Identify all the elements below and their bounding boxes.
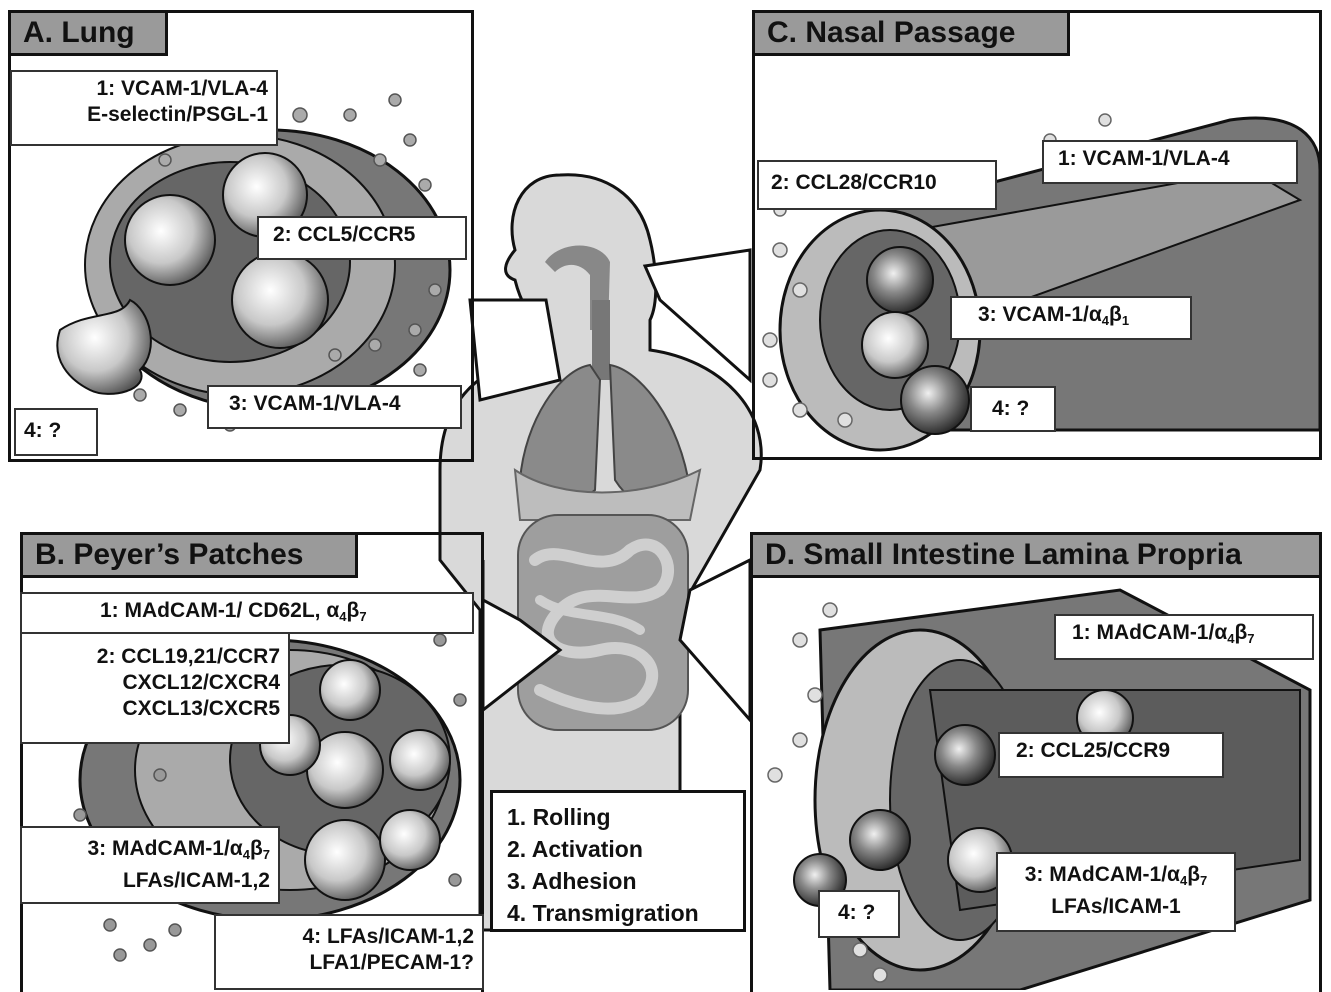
nasal-step3-sub2: 1 [1122,313,1129,328]
peyers-step3-mid: β [250,837,263,860]
panel-nasal-title: C. Nasal Passage [752,10,1070,56]
peyers-step3-line1: 3: MAdCAM-1/α4β7 [30,836,270,868]
peyers-step4-label: 4: LFAs/ICAM-1,2 LFA1/PECAM-1? [214,914,484,990]
nasal-step4-label: 4: ? [970,386,1056,432]
nasal-step1-label: 1: VCAM-1/VLA-4 [1042,140,1298,184]
lung-step1-label: 1: VCAM-1/VLA-4 E-selectin/PSGL-1 [10,70,278,146]
nasal-step3-sub1: 4 [1102,313,1109,328]
peyers-step1-sub2: 7 [359,609,366,624]
peyers-step2-line1: 2: CCL19,21/CCR7 [30,644,280,670]
legend-item-adhesion: 3. Adhesion [507,865,729,897]
peyers-step2-line3: CXCL13/CXCR5 [30,696,280,722]
peyers-step4-line2: LFA1/PECAM-1? [224,950,474,976]
lung-step2-label: 2: CCL5/CCR5 [257,216,467,260]
intestine-step1-mid: β [1234,621,1247,644]
peyers-step3-line2: LFAs/ICAM-1,2 [30,868,270,894]
lung-step1-line1: 1: VCAM-1/VLA-4 [20,76,268,102]
intestine-step2-label: 2: CCL25/CCR9 [998,732,1224,778]
nasal-step3-label: 3: VCAM-1/α4β1 [950,296,1192,340]
intestine-step3-sub2: 7 [1200,873,1207,888]
intestine-step3-pre: 3: MAdCAM-1/α [1025,863,1180,886]
peyers-step3-pre: 3: MAdCAM-1/α [87,837,242,860]
peyers-step2-label: 2: CCL19,21/CCR7 CXCL12/CXCR4 CXCL13/CXC… [20,632,290,744]
lung-step4-label: 4: ? [14,408,98,456]
lung-step3-label: 3: VCAM-1/VLA-4 [207,385,462,429]
intestine-step1-label: 1: MAdCAM-1/α4β7 [1054,614,1314,660]
peyers-step1-label: 1: MAdCAM-1/ CD62L, α4β7 [20,592,474,634]
nasal-step3-pre: 3: VCAM-1/α [978,303,1102,326]
intestines [518,515,688,730]
intestine-step3-mid: β [1187,863,1200,886]
peyers-step3-sub2: 7 [263,847,270,862]
intestine-step3-line1: 3: MAdCAM-1/α4β7 [1006,862,1226,894]
nasal-step3-mid: β [1109,303,1122,326]
peyers-step1-pre: 1: MAdCAM-1/ CD62L, α [100,599,339,622]
legend-item-rolling: 1. Rolling [507,801,729,833]
panel-intestine-title: D. Small Intestine Lamina Propria [750,532,1322,578]
legend-item-activation: 2. Activation [507,833,729,865]
intestine-step3-label: 3: MAdCAM-1/α4β7 LFAs/ICAM-1 [996,852,1236,932]
panel-peyers-title: B. Peyer’s Patches [20,532,358,578]
peyers-step1-mid: β [347,599,360,622]
lung-step1-line2: E-selectin/PSGL-1 [20,102,268,128]
trachea [592,300,610,380]
intestine-step4-label: 4: ? [818,890,900,938]
peyers-step1-sub1: 4 [339,609,346,624]
peyers-step3-sub1: 4 [243,847,250,862]
peyers-step2-line2: CXCL12/CXCR4 [30,670,280,696]
panel-lung-title: A. Lung [8,10,168,56]
intestine-step3-line2: LFAs/ICAM-1 [1006,894,1226,920]
steps-legend: 1. Rolling 2. Activation 3. Adhesion 4. … [490,790,746,932]
legend-item-transmigration: 4. Transmigration [507,897,729,929]
intestine-step1-pre: 1: MAdCAM-1/α [1072,621,1227,644]
nasal-step2-label: 2: CCL28/CCR10 [757,160,997,210]
peyers-step3-label: 3: MAdCAM-1/α4β7 LFAs/ICAM-1,2 [20,826,280,904]
peyers-step4-line1: 4: LFAs/ICAM-1,2 [224,924,474,950]
intestine-step1-sub2: 7 [1247,631,1254,646]
